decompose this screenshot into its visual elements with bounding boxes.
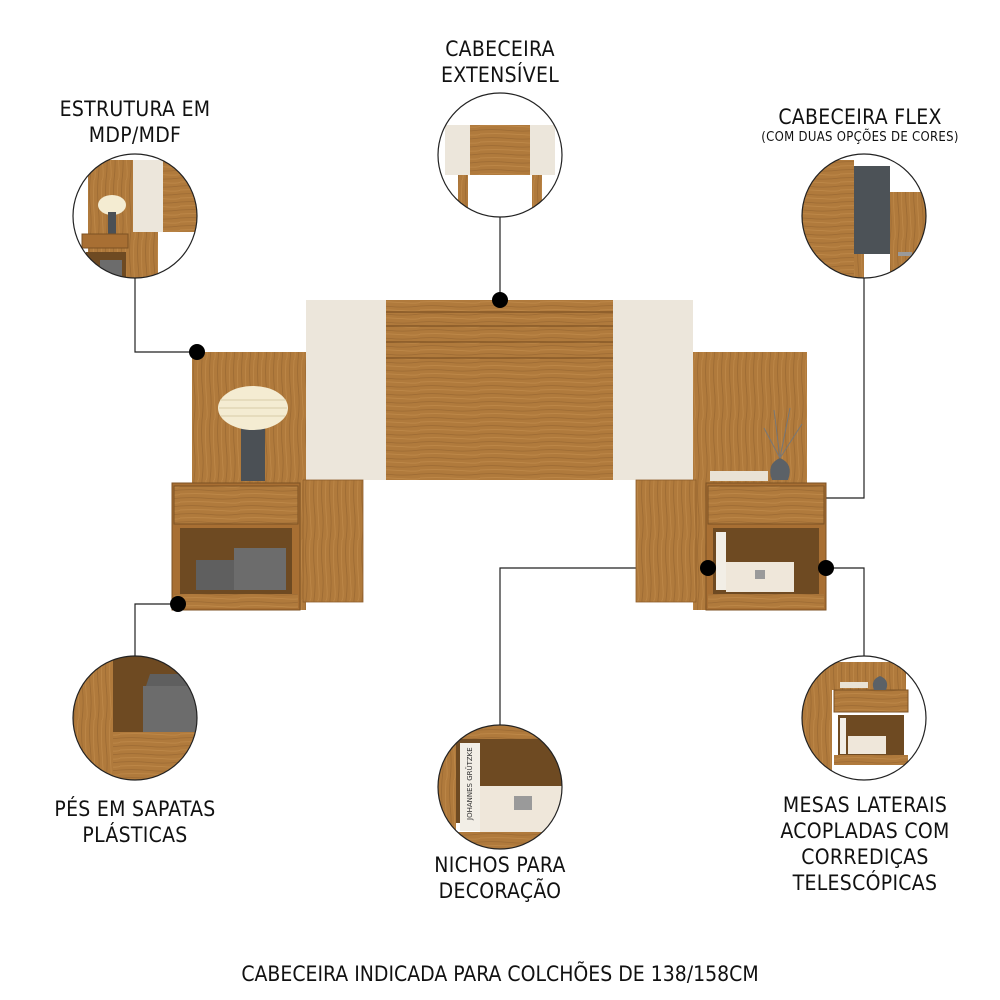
- label-line: MESAS LATERAIS: [782, 793, 948, 817]
- anchor-dots: [170, 292, 834, 612]
- label-note: (COM DUAS OPÇÕES DE CORES): [761, 130, 959, 145]
- label-line: PÉS EM SAPATAS: [54, 797, 216, 821]
- label-line: TELESCÓPICAS: [792, 871, 938, 895]
- label-line: CABECEIRA FLEX: [778, 105, 942, 129]
- label-line: CORREDIÇAS: [801, 845, 929, 869]
- label-line: NICHOS PARA: [434, 853, 566, 877]
- detail-nichos: JOHANNES GRÜTZKE: [437, 724, 563, 850]
- label-line: ACOPLADAS COM: [780, 819, 950, 843]
- label-cabeceira-extensivel: CABECEIRA EXTENSÍVEL: [430, 36, 570, 88]
- book-spine-text: JOHANNES GRÜTZKE: [465, 747, 474, 821]
- label-nichos: NICHOS PARA DECORAÇÃO: [410, 852, 590, 904]
- label-line: ESTRUTURA EM: [59, 97, 211, 121]
- detail-estrutura: [72, 153, 198, 279]
- detail-pes: [72, 655, 198, 781]
- label-cabeceira-flex: CABECEIRA FLEX (COM DUAS OPÇÕES DE CORES…: [740, 104, 980, 146]
- label-line: CABECEIRA: [445, 37, 555, 61]
- label-estrutura: ESTRUTURA EM MDP/MDF: [45, 96, 225, 148]
- label-line: MDP/MDF: [88, 123, 182, 147]
- label-line: PLÁSTICAS: [82, 823, 188, 847]
- label-line: DECORAÇÃO: [438, 879, 562, 903]
- headboard-main: [171, 300, 827, 611]
- label-mesas: MESAS LATERAIS ACOPLADAS COM CORREDIÇAS …: [760, 792, 970, 896]
- footer-note: CABECEIRA INDICADA PARA COLCHÕES DE 138/…: [241, 962, 759, 986]
- detail-flex: [801, 153, 927, 279]
- detail-extensivel: [437, 92, 563, 218]
- detail-mesas: [801, 655, 927, 781]
- label-line: EXTENSÍVEL: [440, 63, 560, 87]
- label-pes: PÉS EM SAPATAS PLÁSTICAS: [35, 796, 235, 848]
